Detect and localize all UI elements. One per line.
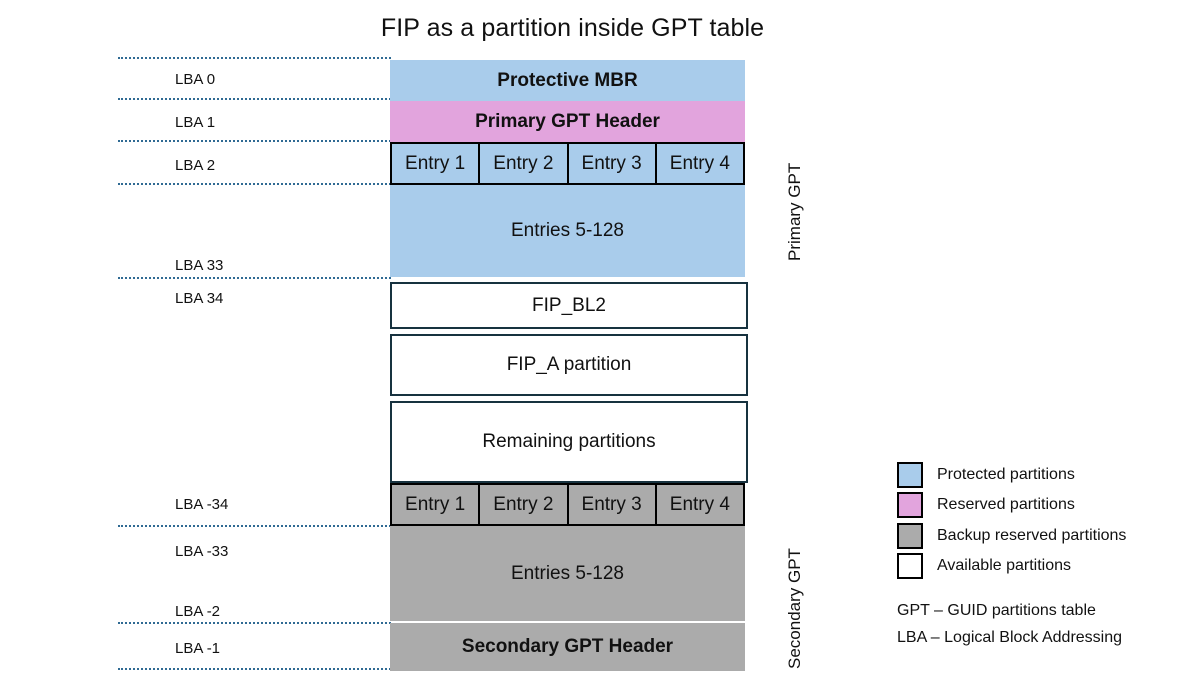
entry-cell: Entry 3: [568, 485, 657, 524]
secondary-gpt-bracket-label: Secondary GPT: [785, 548, 804, 669]
legend-label: Available partitions: [937, 557, 1072, 574]
entry-cell: Entry 4: [656, 485, 743, 524]
secondary-entry-row: Entry 1 Entry 2 Entry 3 Entry 4: [390, 483, 745, 526]
primary-gpt-bracket-label: Primary GPT: [785, 162, 804, 261]
legend-item-protected: Protected partitions: [897, 462, 1075, 488]
lba-label-neg2: LBA -2: [175, 603, 221, 620]
lba-label-neg1: LBA -1: [175, 640, 221, 657]
lba-label-0: LBA 0: [175, 71, 216, 88]
block-primary-entries-5-128: Entries 5-128: [390, 185, 745, 277]
guide-line: [118, 57, 391, 59]
lba-label-2: LBA 2: [175, 157, 216, 174]
block-fip-a-partition: FIP_A partition: [390, 334, 748, 396]
legend-swatch-protected-icon: [897, 462, 923, 488]
legend-item-backup-reserved: Backup reserved partitions: [897, 523, 1126, 549]
block-secondary-entries-5-128: Entries 5-128: [390, 526, 745, 621]
lba-label-neg34: LBA -34: [175, 496, 229, 513]
abbreviation-gpt: GPT – GUID partitions table: [897, 602, 1096, 619]
block-label: Secondary GPT Header: [461, 636, 674, 657]
legend-label: Protected partitions: [937, 466, 1075, 483]
entry-cell: Entry 1: [392, 485, 481, 524]
entry-cell: Entry 3: [568, 144, 657, 183]
entry-cell: Entry 2: [480, 144, 569, 183]
guide-line: [118, 525, 391, 527]
block-label: Entries 5-128: [510, 562, 624, 584]
entry-cell: Entry 4: [656, 144, 743, 183]
legend-swatch-available-icon: [897, 553, 923, 579]
entry-cell: Entry 2: [480, 485, 569, 524]
lba-label-neg33: LBA -33: [175, 543, 229, 560]
legend-label: Reserved partitions: [937, 496, 1075, 513]
block-label: Primary GPT Header: [475, 110, 660, 132]
guide-line: [118, 668, 391, 670]
block-label: Remaining partitions: [482, 431, 656, 452]
guide-line: [118, 622, 391, 624]
legend-swatch-reserved-icon: [897, 492, 923, 518]
block-label: Protective MBR: [497, 69, 638, 91]
legend-item-available: Available partitions: [897, 553, 1071, 579]
lba-label-34: LBA 34: [175, 290, 224, 307]
legend-item-reserved: Reserved partitions: [897, 492, 1075, 518]
lba-label-1: LBA 1: [175, 114, 216, 131]
primary-entry-row: Entry 1 Entry 2 Entry 3 Entry 4: [390, 142, 745, 185]
lba-label-33: LBA 33: [175, 257, 224, 274]
block-primary-gpt-header: Primary GPT Header: [390, 101, 745, 142]
guide-line: [118, 183, 391, 185]
block-label: Entries 5-128: [510, 220, 624, 241]
entry-cell: Entry 1: [392, 144, 481, 183]
block-secondary-gpt-header: Secondary GPT Header: [390, 623, 745, 671]
block-protective-mbr: Protective MBR: [390, 60, 745, 101]
page-title: FIP as a partition inside GPT table: [380, 14, 765, 42]
guide-line: [118, 277, 391, 279]
block-label: FIP_A partition: [506, 354, 632, 375]
legend-swatch-backup-reserved-icon: [897, 523, 923, 549]
legend-label: Backup reserved partitions: [937, 527, 1127, 544]
abbreviation-lba: LBA – Logical Block Addressing: [897, 629, 1123, 646]
block-fip-bl2: FIP_BL2: [390, 282, 748, 329]
guide-line: [118, 98, 391, 100]
block-label: FIP_BL2: [532, 294, 606, 316]
block-remaining-partitions: Remaining partitions: [390, 401, 748, 483]
guide-line: [118, 140, 391, 142]
